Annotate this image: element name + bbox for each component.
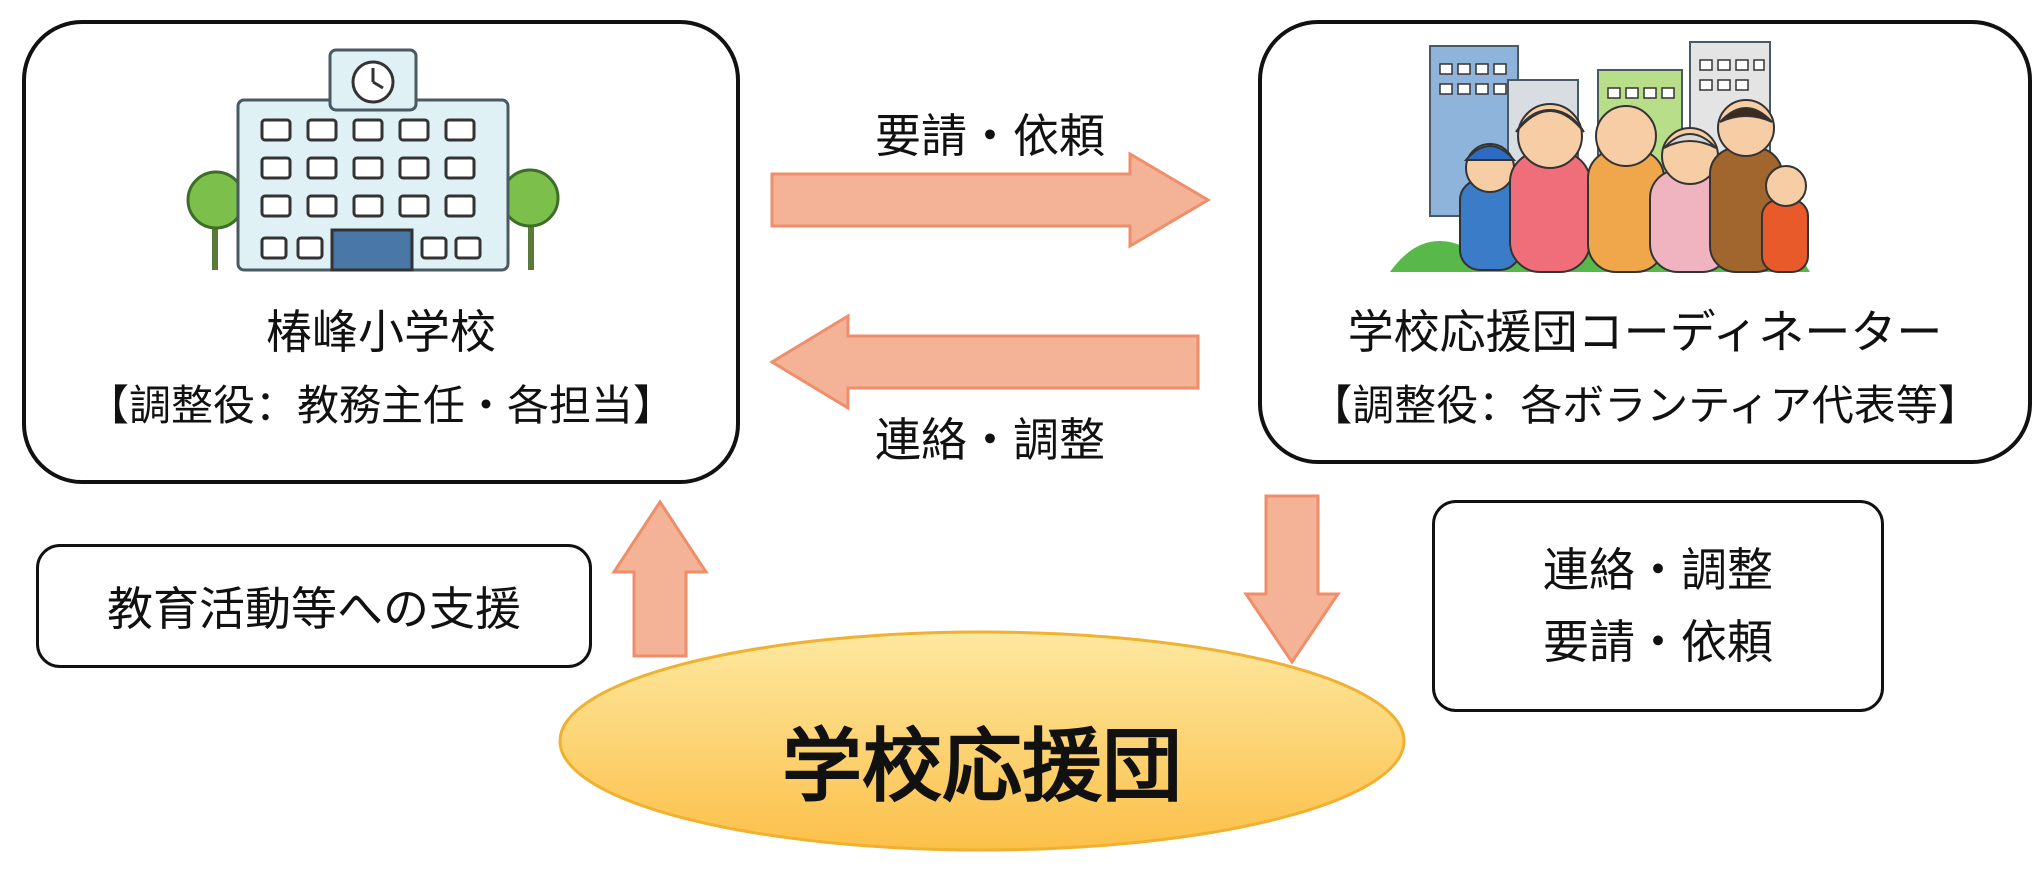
group-name: 学校応援団 — [782, 720, 1182, 813]
community-people-icon — [1390, 41, 1810, 273]
top-arrow-label: 要請・依頼 — [875, 109, 1105, 163]
middle-arrow-label: 連絡・調整 — [875, 413, 1105, 467]
request-arrow-right — [770, 151, 1211, 249]
school-support-group-ellipse — [558, 630, 1406, 852]
coordination-line1: 連絡・調整 — [1543, 543, 1773, 597]
coordination-box: 連絡・調整 要請・依頼 — [1432, 500, 1884, 712]
contact-arrow-left — [769, 313, 1200, 411]
coordination-line2: 要請・依頼 — [1543, 615, 1773, 669]
community-coordinator: 【調整役：各ボランティア代表等】 — [1310, 381, 1980, 430]
community-name: 学校応援団コーディネーター — [1347, 305, 1943, 359]
support-box: 教育活動等への支援 — [36, 544, 592, 668]
coordination-arrow-down — [1243, 494, 1341, 665]
support-arrow-up — [611, 499, 709, 658]
school-coordinator: 【調整役：教務主任・各担当】 — [86, 381, 675, 430]
school-name: 椿峰小学校 — [266, 305, 496, 359]
support-label: 教育活動等への支援 — [107, 582, 521, 636]
school-building-icon — [186, 48, 560, 272]
